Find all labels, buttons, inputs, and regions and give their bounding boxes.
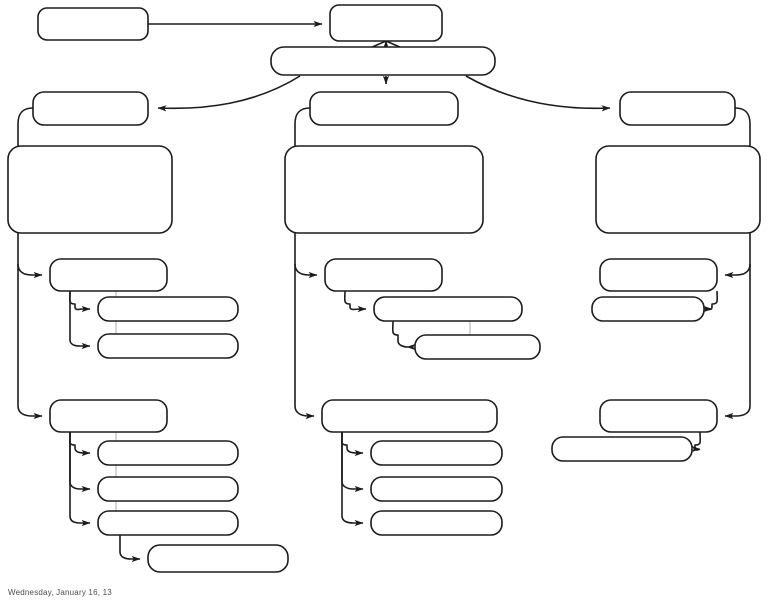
- node-shape[interactable]: [32, 91, 149, 126]
- edge-elbow-left: [17, 264, 43, 420]
- node-l2[interactable]: [7, 145, 173, 234]
- node-shape[interactable]: [321, 399, 498, 433]
- node-m5[interactable]: [414, 334, 541, 360]
- edge-elbow-right: [702, 290, 719, 313]
- node-shape[interactable]: [97, 510, 239, 536]
- node-shape[interactable]: [49, 258, 168, 292]
- edge-elbow-left: [119, 535, 141, 563]
- node-r4[interactable]: [591, 296, 705, 322]
- node-shape[interactable]: [370, 440, 503, 466]
- node-shape[interactable]: [324, 258, 443, 292]
- node-l9[interactable]: [97, 510, 239, 536]
- node-m7[interactable]: [370, 440, 503, 466]
- node-shape[interactable]: [599, 399, 718, 433]
- node-l3[interactable]: [49, 258, 168, 292]
- node-shape[interactable]: [270, 46, 496, 76]
- edge-layer: [17, 20, 751, 563]
- node-shape[interactable]: [7, 145, 173, 234]
- edge-elbow-right: [691, 431, 702, 456]
- edge-elbow-right: [724, 264, 751, 420]
- node-shape[interactable]: [97, 296, 239, 322]
- edge-elbow-left: [68, 431, 91, 457]
- node-shape[interactable]: [309, 91, 459, 126]
- node-shape[interactable]: [37, 7, 149, 41]
- node-shape[interactable]: [97, 440, 239, 466]
- node-r6[interactable]: [551, 436, 693, 462]
- node-shape[interactable]: [370, 476, 503, 502]
- node-shape[interactable]: [97, 333, 239, 359]
- node-l10[interactable]: [147, 544, 289, 573]
- node-r1[interactable]: [619, 91, 736, 126]
- node-shape[interactable]: [373, 296, 523, 322]
- node-r3[interactable]: [599, 258, 718, 292]
- node-shape[interactable]: [599, 258, 718, 292]
- node-shape[interactable]: [591, 296, 705, 322]
- node-n1[interactable]: [37, 7, 149, 41]
- edge-elbow-left: [68, 290, 91, 313]
- node-n3[interactable]: [270, 46, 496, 76]
- edge-elbow-left: [391, 320, 416, 351]
- edge-curve-right: [465, 75, 611, 112]
- edge-elbow-left: [340, 431, 364, 457]
- node-l4[interactable]: [97, 296, 239, 322]
- node-m2[interactable]: [284, 145, 484, 234]
- node-layer: [7, 4, 761, 573]
- edge-elbow-left: [341, 432, 364, 527]
- spine-connector-layer: [115, 291, 471, 511]
- edge-elbow-left: [341, 432, 364, 493]
- edge-curve-left: [157, 75, 301, 112]
- node-n2[interactable]: [329, 4, 443, 42]
- edge-elbow-left: [69, 432, 91, 493]
- node-shape[interactable]: [551, 436, 693, 462]
- node-l8[interactable]: [97, 476, 239, 502]
- node-m1[interactable]: [309, 91, 459, 126]
- edge-elbow-left: [69, 291, 91, 350]
- node-shape[interactable]: [370, 510, 503, 536]
- node-shape[interactable]: [49, 399, 168, 433]
- node-m4[interactable]: [373, 296, 523, 322]
- node-l7[interactable]: [97, 440, 239, 466]
- node-shape[interactable]: [147, 544, 289, 573]
- node-r5[interactable]: [599, 399, 718, 433]
- node-shape[interactable]: [284, 145, 484, 234]
- node-shape[interactable]: [619, 91, 736, 126]
- node-m9[interactable]: [370, 510, 503, 536]
- node-r2[interactable]: [595, 145, 761, 234]
- node-l5[interactable]: [97, 333, 239, 359]
- node-shape[interactable]: [595, 145, 761, 234]
- node-m8[interactable]: [370, 476, 503, 502]
- node-l6[interactable]: [49, 399, 168, 433]
- edge-elbow-left: [69, 432, 91, 527]
- node-m6[interactable]: [321, 399, 498, 433]
- node-shape[interactable]: [414, 334, 541, 360]
- edge-elbow-left: [343, 290, 367, 313]
- node-m3[interactable]: [324, 258, 443, 292]
- node-shape[interactable]: [97, 476, 239, 502]
- node-l1[interactable]: [32, 91, 149, 126]
- edge-elbow-left: [294, 264, 315, 420]
- node-shape[interactable]: [329, 4, 443, 42]
- footer-date-label: Wednesday, January 16, 13: [8, 588, 112, 597]
